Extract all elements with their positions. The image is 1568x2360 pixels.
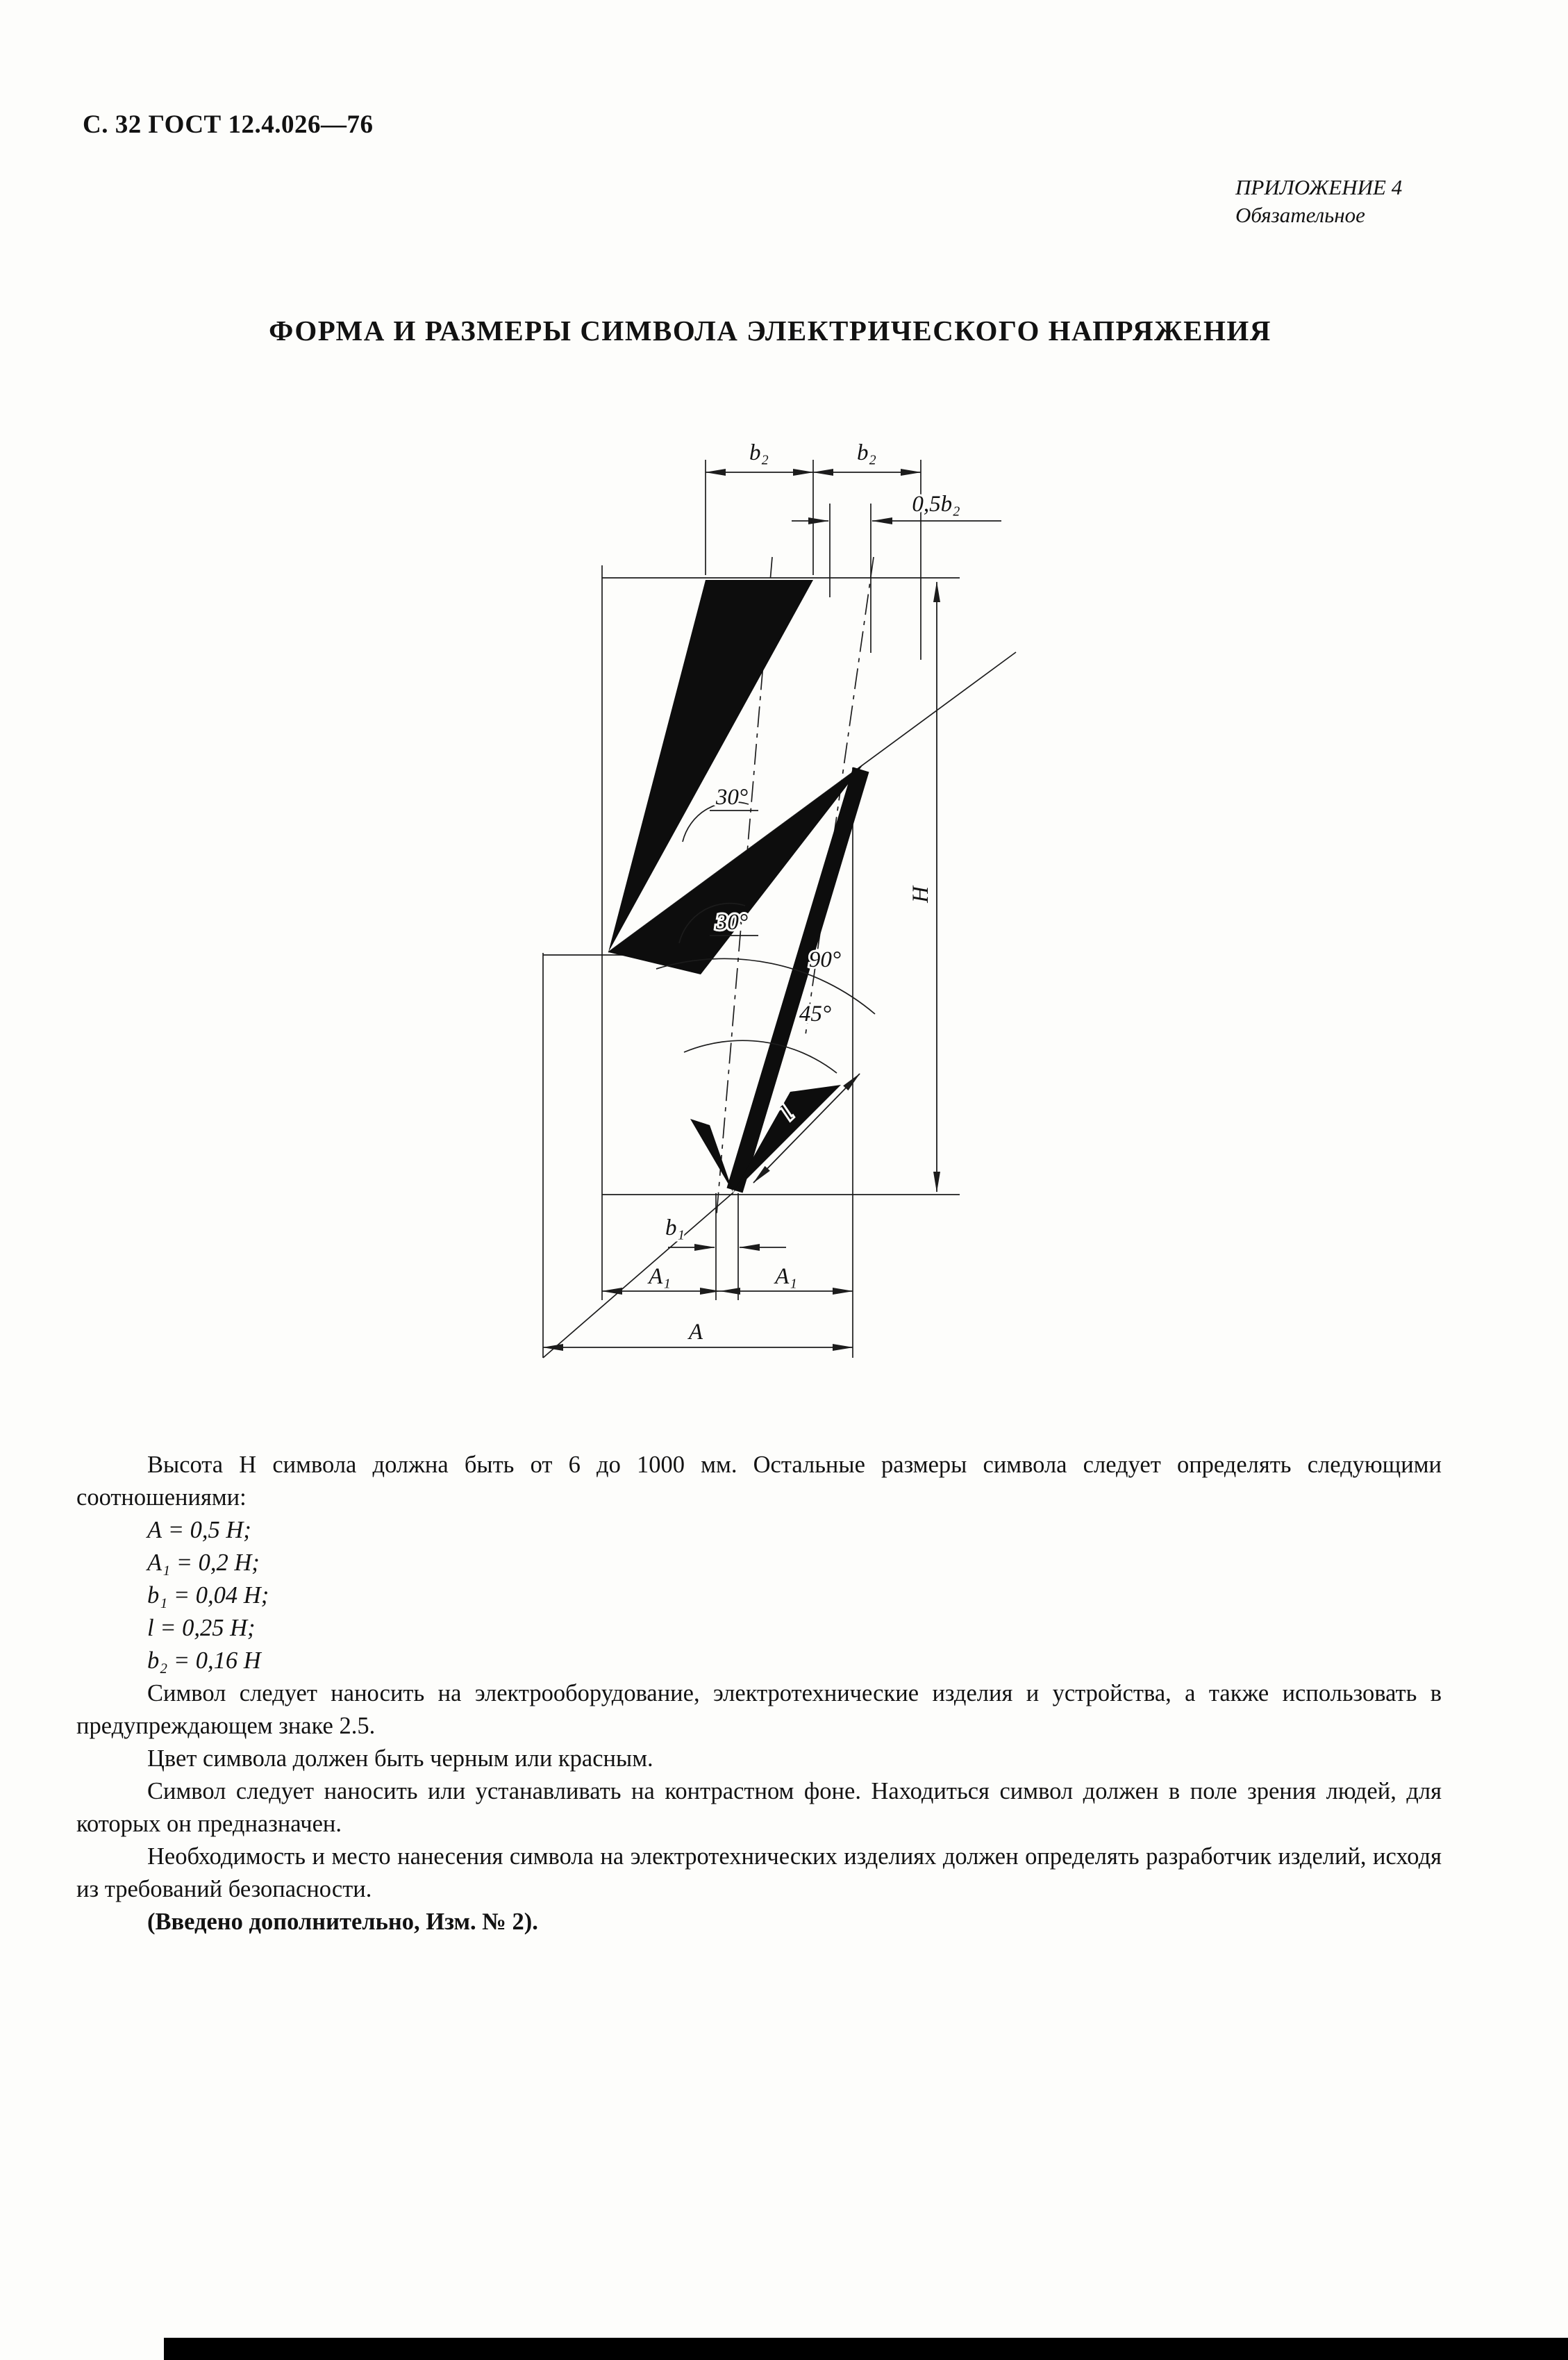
dim-label-H: H	[908, 885, 933, 904]
formula-l: l = 0,25 Н;	[147, 1615, 256, 1641]
scan-artifact-bar	[164, 2338, 1568, 2360]
construction-lines	[542, 460, 1017, 1358]
dim-label-half-b2: 0,5b₂	[912, 492, 960, 517]
technical-drawing: b₂ b₂ 0,5b₂ 30° 30° 90° 45° H l b₁ A₁ A₁…	[514, 424, 1056, 1410]
formula-b2: b₂ = 0,16 Н	[147, 1647, 261, 1674]
dim-label-A1-left: A₁	[647, 1264, 671, 1289]
dim-label-b1: b₁	[665, 1215, 685, 1240]
page-header: С. 32 ГОСТ 12.4.026—76	[83, 110, 374, 139]
lightning-bolt-symbol	[608, 580, 869, 1193]
angle-arcs	[656, 801, 876, 1074]
dim-label-b2-left: b₂	[749, 440, 769, 465]
formula-b1: b₁ = 0,04 Н;	[147, 1582, 269, 1609]
paragraph-dimensions: Высота Н символа должна быть от 6 до 100…	[76, 1452, 1442, 1511]
dim-label-A: A	[687, 1320, 703, 1345]
appendix-label: ПРИЛОЖЕНИЕ 4	[1235, 175, 1403, 199]
angle-label-30-lower: 30°	[715, 910, 748, 935]
dim-label-A1-right: A₁	[774, 1264, 797, 1289]
paragraph-contrast: Символ следует наносить или устанавливат…	[76, 1778, 1442, 1837]
voltage-symbol-drawing: b₂ b₂ 0,5b₂ 30° 30° 90° 45° H l b₁ A₁ A₁…	[542, 438, 1017, 1358]
appendix-type: Обязательное	[1235, 203, 1365, 227]
page-title: ФОРМА И РАЗМЕРЫ СИМВОЛА ЭЛЕКТРИЧЕСКОГО Н…	[269, 315, 1271, 347]
paragraph-color: Цвет символа должен быть черным или крас…	[147, 1745, 653, 1772]
paragraph-application: Символ следует наносить на электрооборуд…	[76, 1680, 1442, 1739]
appendix-block: ПРИЛОЖЕНИЕ 4 Обязательное	[1235, 174, 1402, 229]
paragraph-placement: Необходимость и место нанесения символа …	[76, 1843, 1442, 1902]
formula-A: А = 0,5 Н;	[147, 1517, 251, 1543]
paragraph-amendment: (Введено дополнительно, Изм. № 2).	[147, 1909, 538, 1935]
dimension-lines	[542, 469, 1001, 1351]
angle-label-90: 90°	[809, 947, 841, 972]
angle-label-45: 45°	[799, 1002, 831, 1027]
dim-label-b2-right: b₂	[857, 440, 876, 465]
formula-A1: А₁ = 0,2 Н;	[147, 1549, 260, 1576]
angle-label-30-upper: 30°	[715, 785, 748, 810]
body-text: Высота Н символа должна быть от 6 до 100…	[76, 1449, 1442, 1938]
dimension-labels: b₂ b₂ 0,5b₂ 30° 30° 90° 45° H l b₁ A₁ A₁…	[645, 438, 962, 1347]
